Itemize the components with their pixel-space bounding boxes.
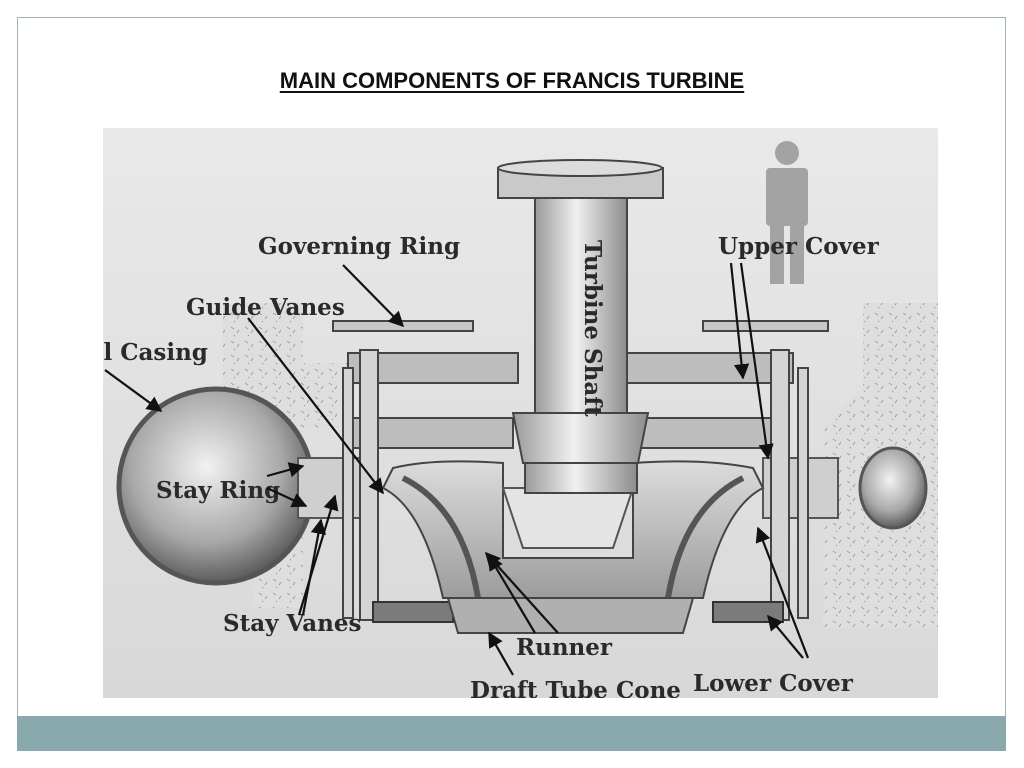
runner-body xyxy=(381,460,765,599)
arrow-stay-vanes-1 xyxy=(297,494,339,616)
label-draft-tube-cone: Draft Tube Cone xyxy=(470,677,681,698)
arrow-spiral-casing xyxy=(104,369,163,412)
runner-blade-left xyxy=(401,475,481,599)
arrow-lower-cover-2 xyxy=(755,526,810,659)
label-stay-ring: Stay Ring xyxy=(156,477,280,504)
lower-cover xyxy=(372,601,784,623)
label-spiral-casing: Spiral Casing xyxy=(103,339,208,366)
turbine-shaft xyxy=(497,159,664,494)
arrow-lower-cover-1 xyxy=(767,614,804,659)
runner-hub xyxy=(501,487,635,549)
label-lower-cover: Lower Cover xyxy=(693,670,854,697)
arrow-draft-tube-cone xyxy=(488,631,514,676)
leader-arrows xyxy=(104,262,810,676)
arrow-stay-ring-2 xyxy=(266,487,308,508)
arrow-stay-ring-1 xyxy=(266,462,305,478)
arrow-upper-cover-2 xyxy=(739,262,774,460)
slide-title: MAIN COMPONENTS OF FRANCIS TURBINE xyxy=(0,68,1024,94)
arrow-governing-ring xyxy=(342,264,405,328)
label-runner: Runner xyxy=(516,634,613,661)
label-upper-cover: Upper Cover xyxy=(718,233,880,260)
arrow-upper-cover-1 xyxy=(729,262,750,380)
francis-turbine-diagram: Governing Ring Upper Cover Guide Vanes S… xyxy=(103,128,938,698)
label-stay-vanes: Stay Vanes xyxy=(223,610,361,637)
arrow-runner-2 xyxy=(488,554,536,634)
spiral-casing-section-right xyxy=(858,446,928,530)
arrow-stay-vanes-2 xyxy=(301,518,326,616)
footer-band xyxy=(17,716,1006,751)
draft-tube-cone xyxy=(446,597,695,634)
arrow-guide-vanes xyxy=(247,317,384,495)
runner-blade-right xyxy=(665,475,745,599)
slide-title-text: MAIN COMPONENTS OF FRANCIS TURBINE xyxy=(279,68,745,93)
label-turbine-shaft: Turbine Shaft xyxy=(579,240,606,417)
label-guide-vanes: Guide Vanes xyxy=(186,294,345,321)
label-governing-ring: Governing Ring xyxy=(258,233,460,260)
person-silhouette xyxy=(766,141,808,284)
